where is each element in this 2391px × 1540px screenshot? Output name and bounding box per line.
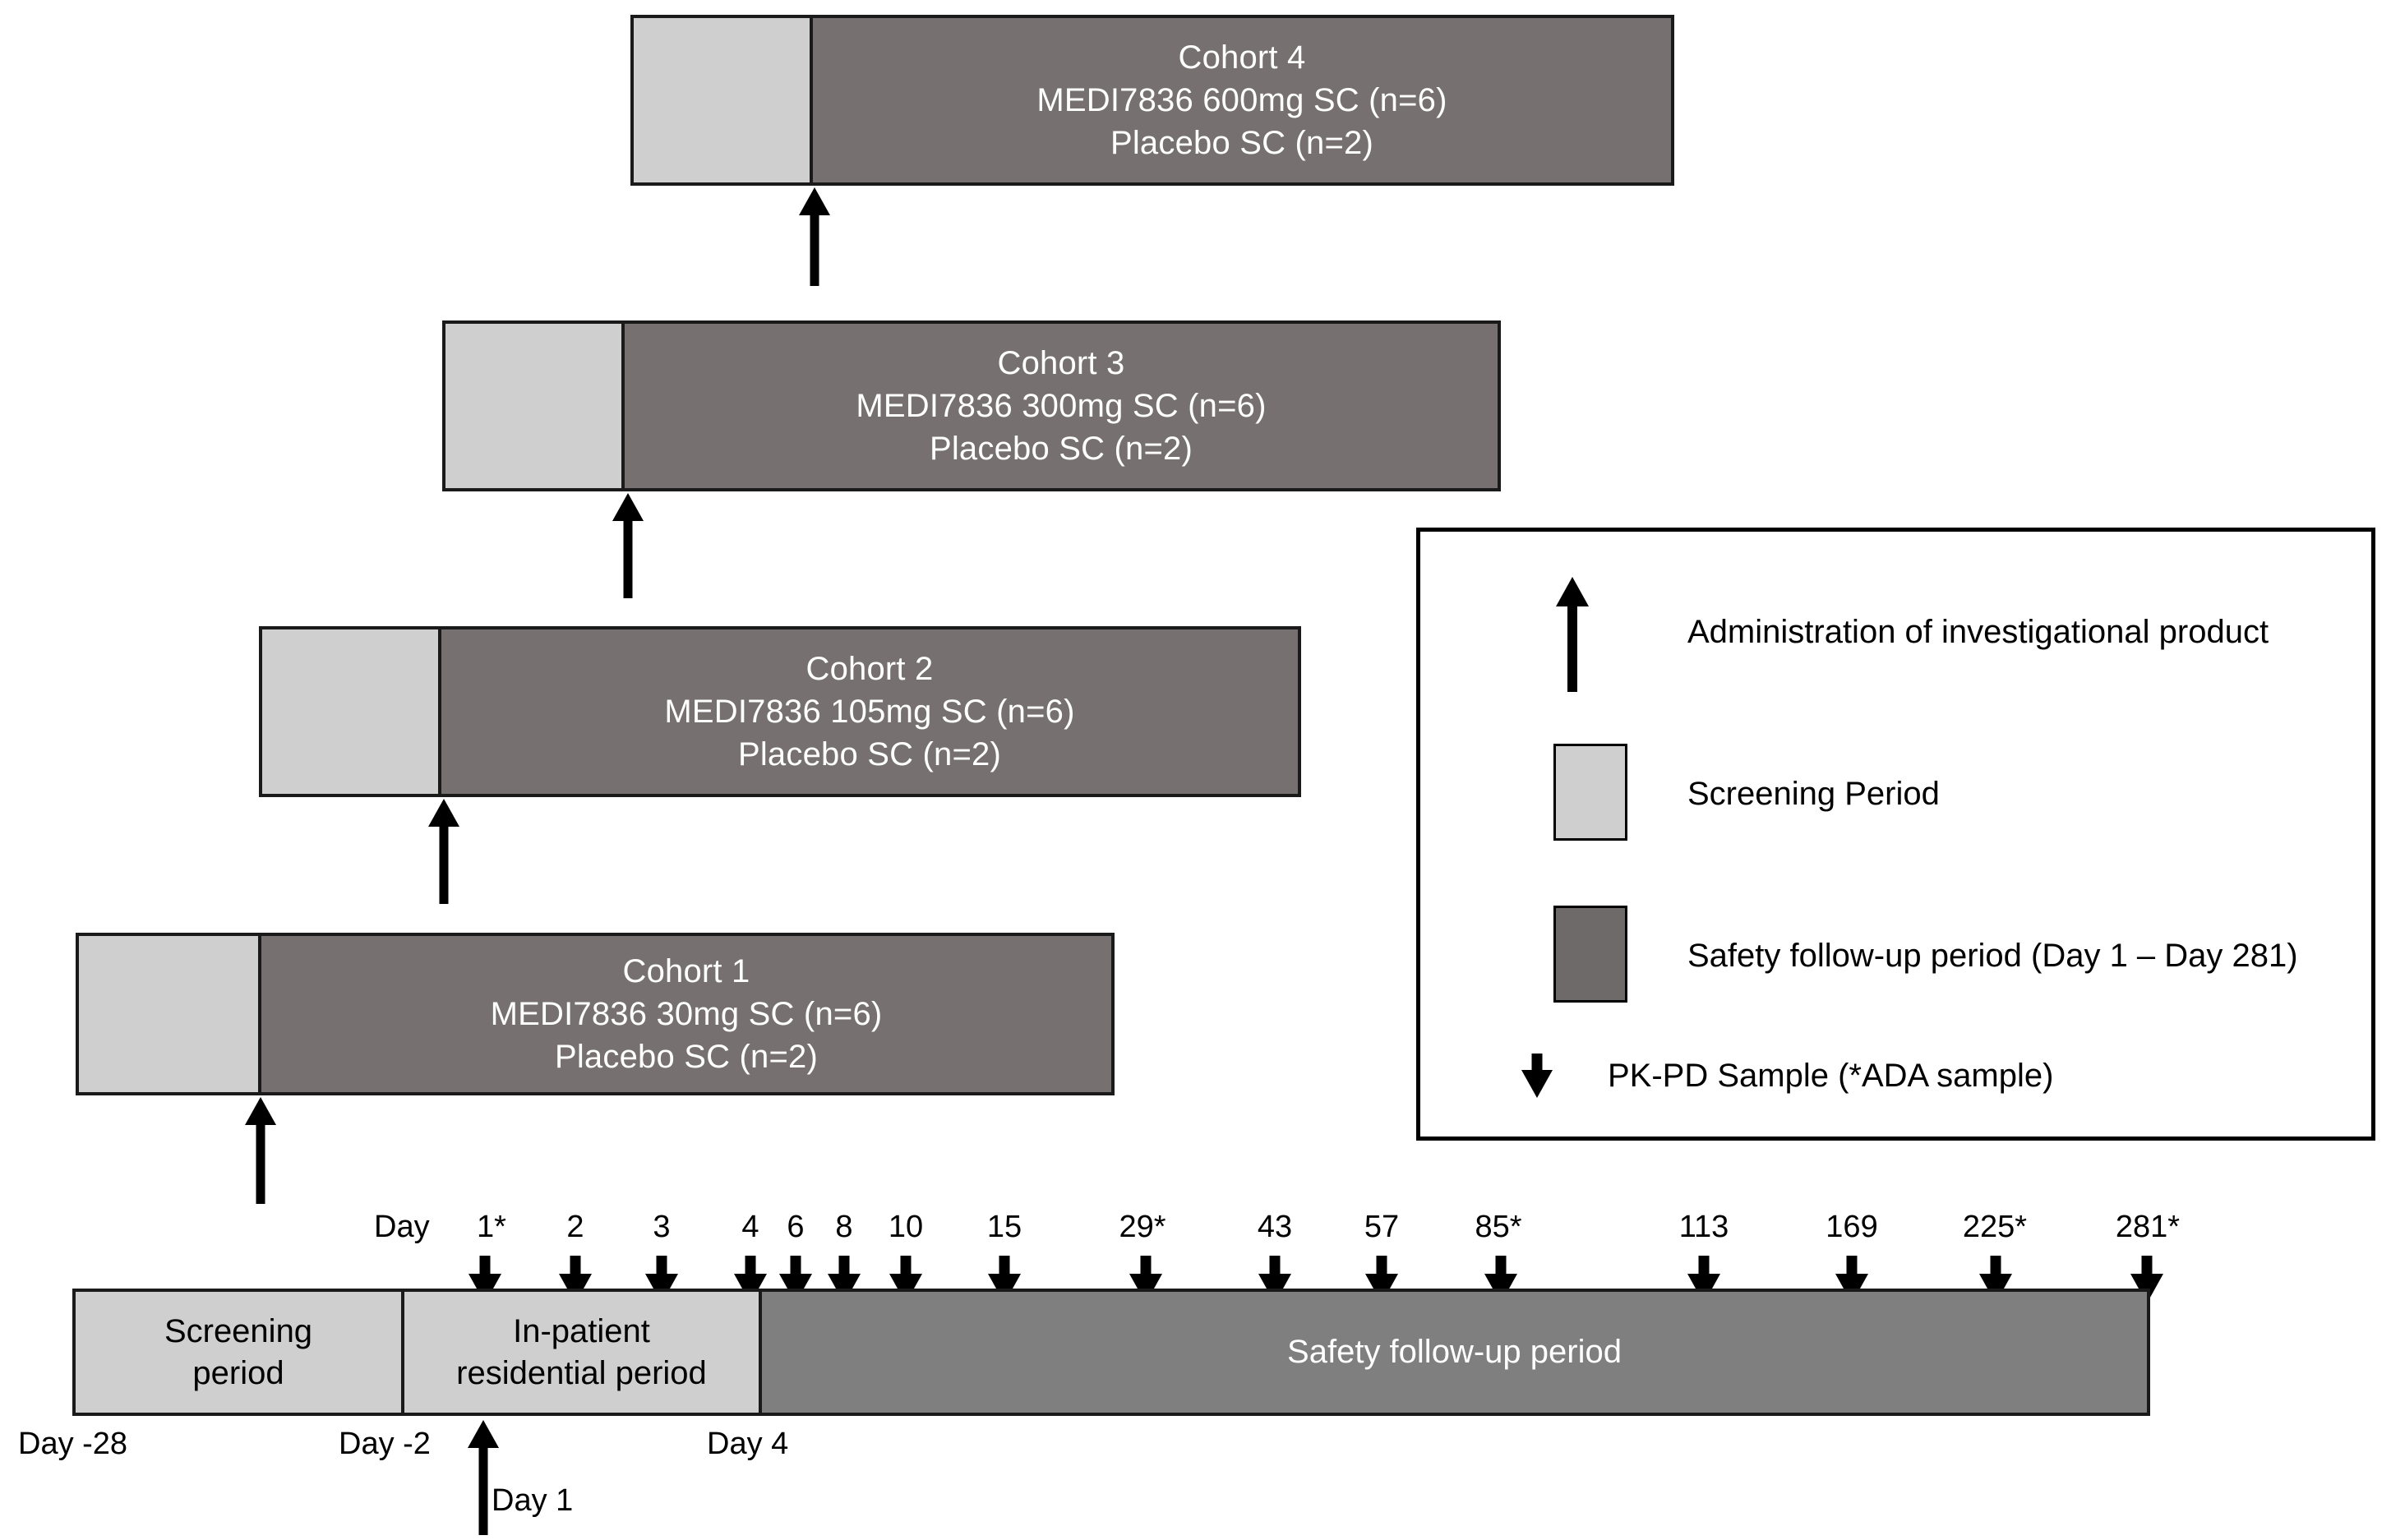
legend-label-pk-pd-sample: PK-PD Sample (*ADA sample) <box>1608 1058 2054 1094</box>
day-tick-label-2: 2 <box>566 1210 584 1244</box>
arrow-shaft <box>256 1120 265 1204</box>
legend-label-safety-followup: Safety follow-up period (Day 1 – Day 281… <box>1687 938 2298 974</box>
legend-down-arrow-icon <box>1521 1054 1553 1103</box>
legend-dark-gray-swatch <box>1553 906 1627 1003</box>
cohort-4-title: Cohort 4 <box>1178 39 1306 76</box>
administration-arrow-cohort-1 <box>244 1097 277 1204</box>
screening-line-2: period <box>192 1354 284 1391</box>
cohort-2-placebo: Placebo SC (n=2) <box>737 736 1002 772</box>
day-tick-label-169: 169 <box>1826 1210 1878 1244</box>
cohort-1-screening-block <box>79 936 261 1092</box>
day-tick-label-225: 225* <box>1962 1210 2028 1244</box>
cohort-3-screening-block <box>445 324 625 488</box>
cohort-bar-3: Cohort 3 MEDI7836 300mg SC (n=6) Placebo… <box>442 320 1501 491</box>
timeline-label-day-1: Day 1 <box>492 1483 574 1518</box>
arrow-shaft <box>479 1256 491 1274</box>
day-tick-label-57: 57 <box>1364 1210 1400 1244</box>
day-tick-label-281: 281* <box>2115 1210 2181 1244</box>
arrow-shaft <box>1269 1256 1281 1274</box>
cohort-3-followup-block: Cohort 3 MEDI7836 300mg SC (n=6) Placebo… <box>625 324 1498 488</box>
legend-label-administration: Administration of investigational produc… <box>1687 614 2269 650</box>
timeline-segment-screening: Screening period <box>76 1292 404 1413</box>
legend-item-safety-followup: Safety follow-up period (Day 1 – Day 281… <box>1687 938 2298 975</box>
legend-light-gray-swatch <box>1553 744 1627 841</box>
administration-arrow-cohort-3 <box>612 493 644 598</box>
screening-line-1: Screening <box>164 1313 313 1350</box>
cohort-4-placebo: Placebo SC (n=2) <box>1110 125 1374 161</box>
arrow-shaft <box>1846 1256 1858 1274</box>
cohort-1-title: Cohort 1 <box>622 953 750 989</box>
safety-followup-label: Safety follow-up period <box>1287 1334 1622 1371</box>
legend-up-arrow-icon <box>1556 577 1589 692</box>
cohort-bar-1: Cohort 1 MEDI7836 30mg SC (n=6) Placebo … <box>76 933 1115 1095</box>
arrow-shaft <box>656 1256 667 1274</box>
day-axis-label: Day <box>374 1210 430 1244</box>
arrow-shaft <box>1531 1054 1543 1070</box>
day-tick-label-29: 29* <box>1119 1210 1166 1244</box>
arrow-shaft <box>810 208 819 286</box>
day-tick-label-10: 10 <box>888 1210 924 1244</box>
legend-item-pk-pd-sample: PK-PD Sample (*ADA sample) <box>1608 1058 2053 1095</box>
arrow-shaft <box>900 1256 912 1274</box>
day-tick-label-1: 1* <box>477 1210 506 1244</box>
arrow-shaft <box>439 822 449 904</box>
timeline-segment-residential: In-patient residential period <box>404 1292 762 1413</box>
day-tick-label-6: 6 <box>787 1210 805 1244</box>
arrow-shaft <box>745 1256 756 1274</box>
legend-label-screening: Screening Period <box>1687 776 1940 812</box>
timeline-label-day-minus-28: Day -28 <box>18 1427 128 1461</box>
cohort-3-placebo: Placebo SC (n=2) <box>929 431 1193 467</box>
arrow-shaft <box>1990 1256 2001 1274</box>
cohort-3-title: Cohort 3 <box>997 345 1125 381</box>
day-tick-label-4: 4 <box>741 1210 759 1244</box>
arrow-shaft <box>570 1256 581 1274</box>
timeline-segment-safety-followup: Safety follow-up period <box>762 1292 2147 1413</box>
cohort-2-title: Cohort 2 <box>805 651 934 687</box>
arrow-shaft <box>1376 1256 1387 1274</box>
cohort-1-placebo: Placebo SC (n=2) <box>554 1039 819 1075</box>
residential-line-1: In-patient <box>513 1313 650 1350</box>
cohort-1-dose: MEDI7836 30mg SC (n=6) <box>490 996 883 1032</box>
day-tick-label-3: 3 <box>653 1210 671 1244</box>
cohort-bar-4: Cohort 4 MEDI7836 600mg SC (n=6) Placebo… <box>630 15 1674 186</box>
administration-arrow-day-1 <box>467 1420 500 1535</box>
arrow-shaft <box>1567 600 1577 692</box>
cohort-4-followup-block: Cohort 4 MEDI7836 600mg SC (n=6) Placebo… <box>813 18 1671 182</box>
day-tick-label-15: 15 <box>986 1210 1022 1244</box>
arrow-shaft <box>623 514 633 598</box>
arrow-shaft <box>478 1443 488 1535</box>
timeline-label-day-minus-2: Day -2 <box>339 1427 431 1461</box>
cohort-4-screening-block <box>634 18 813 182</box>
arrow-shaft <box>1140 1256 1152 1274</box>
administration-arrow-cohort-4 <box>798 187 831 286</box>
day-tick-label-8: 8 <box>835 1210 853 1244</box>
cohort-2-dose: MEDI7836 105mg SC (n=6) <box>664 694 1075 730</box>
day-tick-label-113: 113 <box>1678 1210 1729 1244</box>
arrow-shaft <box>1495 1256 1507 1274</box>
cohort-4-dose: MEDI7836 600mg SC (n=6) <box>1036 82 1447 118</box>
study-timeline-bar: Screening period In-patient residential … <box>72 1289 2150 1416</box>
day-tick-label-85: 85* <box>1475 1210 1522 1244</box>
legend-item-screening: Screening Period <box>1687 776 1940 813</box>
arrow-shaft <box>790 1256 801 1274</box>
administration-arrow-cohort-2 <box>427 799 460 904</box>
day-tick-label-43: 43 <box>1257 1210 1293 1244</box>
residential-line-2: residential period <box>456 1354 707 1391</box>
cohort-1-followup-block: Cohort 1 MEDI7836 30mg SC (n=6) Placebo … <box>261 936 1111 1092</box>
cohort-2-screening-block <box>262 629 441 794</box>
cohort-2-followup-block: Cohort 2 MEDI7836 105mg SC (n=6) Placebo… <box>441 629 1298 794</box>
cohort-3-dose: MEDI7836 300mg SC (n=6) <box>856 388 1267 424</box>
legend-item-administration: Administration of investigational produc… <box>1687 614 2269 651</box>
arrow-shaft <box>838 1256 850 1274</box>
cohort-bar-2: Cohort 2 MEDI7836 105mg SC (n=6) Placebo… <box>259 626 1301 797</box>
arrow-head-icon <box>1521 1070 1553 1098</box>
timeline-label-day-4: Day 4 <box>707 1427 789 1461</box>
legend-box: Administration of investigational produc… <box>1416 528 2375 1141</box>
arrow-shaft <box>999 1256 1010 1274</box>
arrow-shaft <box>2141 1256 2153 1274</box>
arrow-shaft <box>1698 1256 1710 1274</box>
